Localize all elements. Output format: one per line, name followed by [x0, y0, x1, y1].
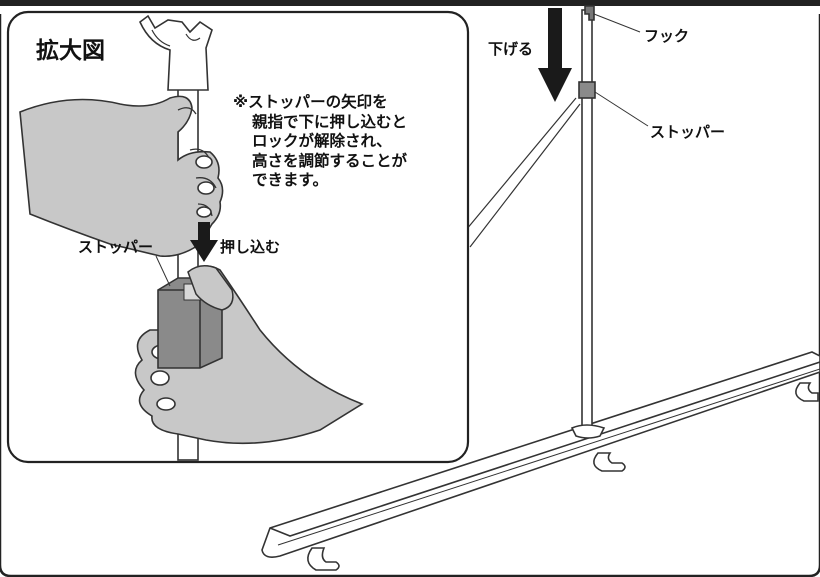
- note-line-4: 高さを調節することが: [252, 151, 408, 170]
- note-line-1: ※ストッパーの矢印を: [233, 93, 388, 111]
- hook-leader: [593, 13, 641, 33]
- note-line-2: 親指で下に押し込むと: [252, 112, 408, 131]
- stand-base: [261, 351, 820, 571]
- push-label: 押し込む: [220, 238, 281, 256]
- down-arrow: [538, 8, 572, 102]
- upper-hand: [19, 95, 224, 258]
- lower-label: 下げる: [488, 40, 534, 58]
- push-arrow: [190, 222, 218, 262]
- note-line-5: できます。: [252, 171, 328, 189]
- inset-stopper-label: ストッパー: [78, 238, 154, 256]
- stand-pole: [570, 5, 606, 439]
- stopper-leader: [594, 91, 649, 127]
- stopper-label: ストッパー: [650, 123, 726, 141]
- inset-stopper-leader: [155, 255, 171, 287]
- outer-frame: [0, 14, 820, 577]
- callout-line-lower: [469, 103, 581, 248]
- callout-line-upper: [465, 97, 577, 231]
- thumb: [187, 265, 234, 311]
- instruction-note: ※ストッパーの矢印を 親指で下に押し込むと ロックが解除され、 高さを調節するこ…: [233, 93, 463, 191]
- note-line-3: ロックが解除され、: [252, 132, 392, 150]
- hook-label: フック: [644, 27, 690, 45]
- panel-title: 拡大図: [36, 38, 105, 64]
- top-bar: [0, 0, 820, 6]
